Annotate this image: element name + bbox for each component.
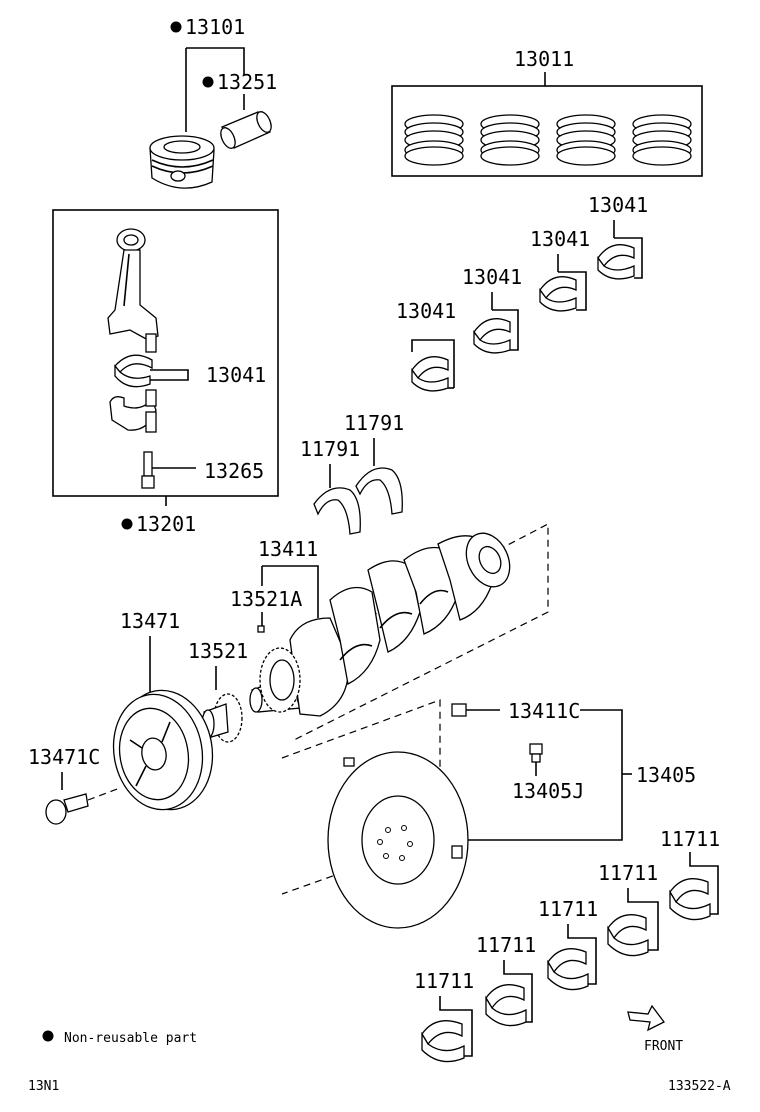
part-13011-label: 13011: [514, 47, 574, 71]
drive-plate: 13411C 13405 13405J: [281, 699, 696, 929]
crank-sprocket: [259, 647, 301, 713]
part-13201-label: 13201: [136, 512, 196, 536]
part-13041-c-label: 13041: [530, 227, 590, 251]
non-reusable-dot: [42, 1030, 54, 1042]
crankshaft: 13411 13521A: [230, 523, 549, 741]
bearing-11711-c: 11711: [538, 897, 598, 991]
drive-plate-bolt: [529, 743, 543, 763]
legend-text: Non-reusable part: [64, 1031, 197, 1046]
part-13411C-label: 13411C: [508, 699, 580, 723]
rod-bolt: [141, 451, 155, 489]
main-bearings-set: 11711 11711 11711 11711 11711: [414, 827, 720, 1063]
bearing-11711-a: 11711: [414, 969, 474, 1063]
footer-code-left: 13N1: [28, 1079, 59, 1094]
part-13041-d-label: 13041: [588, 193, 648, 217]
bearing-11711-d: 11711: [598, 861, 659, 957]
dowel-pin-13411C: [451, 703, 467, 717]
part-13405-label: 13405: [636, 763, 696, 787]
front-label: FRONT: [644, 1039, 683, 1054]
part-11791-b-label: 11791: [344, 411, 404, 435]
connecting-rod-box: [52, 209, 279, 497]
piston: [149, 135, 215, 189]
part-11711-a-label: 11711: [414, 969, 474, 993]
part-11711-b-label: 11711: [476, 933, 536, 957]
part-13265-label: 13265: [204, 459, 264, 483]
pulley-bolt: [45, 787, 121, 825]
connecting-rod-group: 13041 13265 13201: [52, 209, 279, 536]
rod-bearing-upper: [114, 354, 153, 388]
rod-cap: [109, 389, 157, 433]
timing-gear-13521: 13521: [188, 639, 248, 743]
part-13405J-label: 13405J: [512, 779, 584, 803]
bearing-11711-e: 11711: [660, 827, 720, 921]
piston-pin: [220, 111, 272, 149]
part-11711-e-label: 11711: [660, 827, 720, 851]
bearing-13041-c: 13041: [530, 227, 590, 312]
piston-ring-set: 13011: [391, 47, 703, 177]
bearing-13041-b: 13041: [462, 265, 522, 354]
part-13411-label: 13411: [258, 537, 318, 561]
part-13471-label: 13471: [120, 609, 180, 633]
connecting-rod: [107, 228, 159, 353]
part-13251-label: 13251: [217, 70, 277, 94]
thrust-washers: 11791 11791: [300, 411, 404, 535]
part-11791-a-label: 11791: [300, 437, 360, 461]
part-13101-label: 13101: [185, 15, 245, 39]
bearing-11711-b: 11711: [476, 933, 536, 1027]
footer-code-right: 133522-A: [668, 1079, 731, 1094]
rod-bearings-set: 13041 13041 13041 13041: [396, 193, 648, 392]
non-reusable-dot: [121, 518, 133, 530]
part-13521-label: 13521: [188, 639, 248, 663]
part-11711-c-label: 11711: [538, 897, 598, 921]
ring-set-box: [391, 85, 703, 177]
piston-group: 13101 13251: [149, 15, 277, 189]
non-reusable-dot: [170, 21, 182, 33]
bearing-13041-d: 13041: [588, 193, 648, 280]
part-13041-b-label: 13041: [462, 265, 522, 289]
bearing-13041-a: 13041: [396, 299, 456, 392]
part-13041-a-label: 13041: [396, 299, 456, 323]
non-reusable-dot: [202, 76, 214, 88]
part-13041-rod-label: 13041: [206, 363, 266, 387]
front-direction-arrow: FRONT: [627, 1004, 683, 1054]
part-13471C-label: 13471C: [28, 745, 100, 769]
crank-pulley: 13471 13471C: [28, 609, 214, 825]
part-13521A-label: 13521A: [230, 587, 302, 611]
legend: Non-reusable part: [42, 1030, 197, 1046]
part-11711-d-label: 11711: [598, 861, 658, 885]
